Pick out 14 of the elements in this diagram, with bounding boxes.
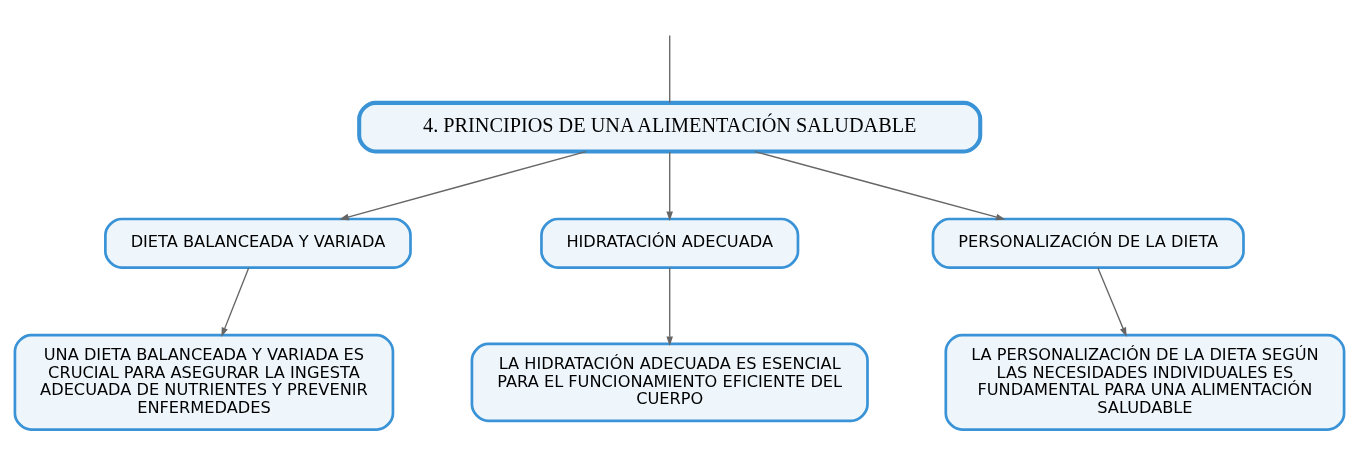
node-box: UNA DIETA BALANCEADA Y VARIADA ES CRUCIAL PARA ASEGURAR LA INGESTA ADECUADA DE NUTRIENTES Y PREVENIR ENFERMEDADES (13, 333, 395, 431)
node-box: LA HIDRATACIÓN ADECUADA ES ESENCIAL PARA EL FUNCIONAMIENTO EFICIENTE DEL CUERPO (470, 342, 869, 423)
node-box: LA PERSONALIZACIÓN DE LA DIETA SEGÚN LAS NECESIDADES INDIVIDUALES ES FUNDAMENTAL PARA UNA ALIMENTACIÓN SALUDABLE (944, 333, 1346, 431)
node-box: DIETA BALANCEADA Y VARIADA (104, 217, 412, 269)
node-box: HIDRATACIÓN ADECUADA (540, 217, 800, 269)
arrow (754, 150, 1006, 221)
node-box: PERSONALIZACIÓN DE LA DIETA (931, 217, 1245, 269)
arrow (1097, 267, 1127, 337)
arrow (339, 150, 587, 221)
arrow (666, 267, 674, 346)
arrow (666, 151, 674, 221)
connector (669, 34, 671, 104)
node-box: 4. PRINCIPIOS DE UNA ALIMENTACIÓN SALUDABLE (357, 100, 983, 154)
arrow (221, 267, 250, 337)
